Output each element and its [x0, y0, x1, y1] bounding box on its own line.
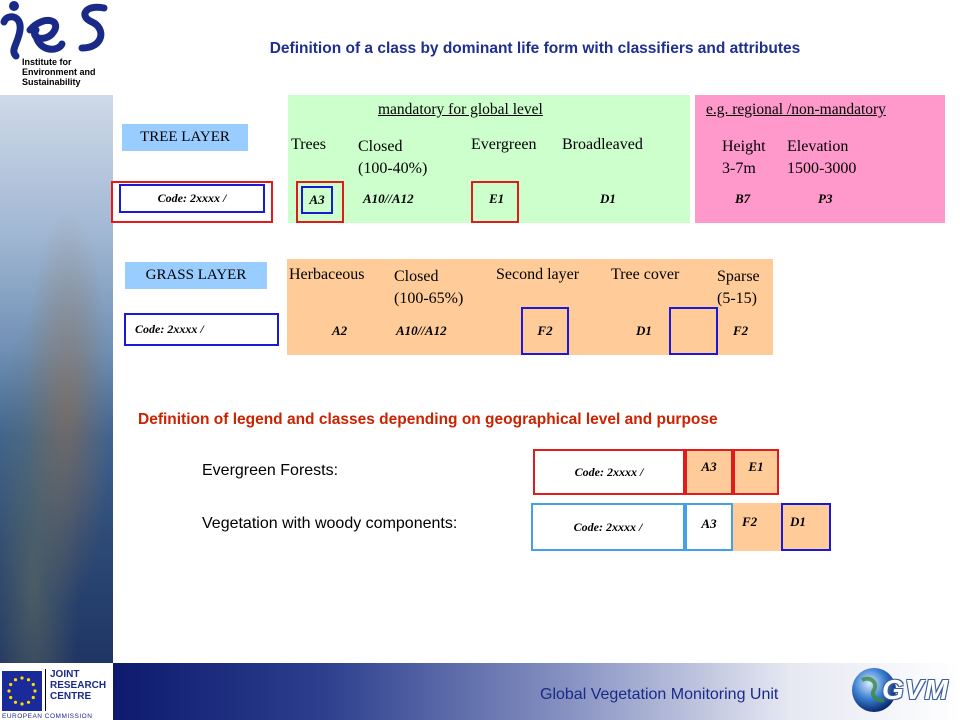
grass-code-f2: F2 — [521, 307, 569, 355]
grass-d1-highlight — [669, 307, 718, 355]
grass-code-a2: A2 — [332, 323, 348, 338]
footer-unit: Global Vegetation Monitoring Unit — [540, 686, 779, 703]
legend-row1-a3: A3 — [685, 449, 733, 495]
logo-caption-line: Institute for — [22, 57, 72, 67]
tree-code-a3: A3 — [301, 186, 333, 214]
attr-sparse: Sparse(5-15) — [717, 268, 760, 307]
legend-row2-label: Vegetation with woody components: — [202, 515, 458, 532]
tree-e1-highlight — [471, 181, 519, 223]
logo-caption-line: Environment and — [22, 67, 96, 77]
legend-row2-code: Code: 2xxxx / — [531, 503, 685, 551]
attr-closed: Closed(100-40%) — [358, 138, 428, 177]
jrc-divider — [45, 669, 46, 711]
logo-caption-line: Sustainability — [22, 77, 81, 87]
globe-icon — [852, 668, 896, 712]
eu-flag-icon — [2, 671, 42, 711]
gvm-text: GVM — [882, 674, 949, 705]
mandatory-panel-tree — [288, 95, 690, 223]
optional-panel-tree — [695, 95, 945, 223]
gvm-logo: GVM — [848, 662, 958, 718]
tree-code-e1: E1 — [489, 191, 505, 206]
tree-code-a10: A10//A12 — [363, 191, 414, 206]
tree-code-highlight — [111, 181, 273, 223]
attr-trees: Trees — [291, 136, 326, 153]
earth-photo-strip — [0, 95, 113, 665]
legend-row2-d1: D1 — [790, 514, 806, 529]
attr-broadleaved: Broadleaved — [562, 136, 643, 153]
legend-row1-e1: E1 — [733, 449, 779, 495]
ies-logo: Institute for Environment and Sustainabi… — [0, 0, 120, 95]
optional-title: e.g. regional /non-mandatory — [706, 101, 886, 118]
mandatory-title: mandatory for global level — [378, 101, 543, 118]
grass-code-f2b: F2 — [733, 323, 749, 338]
grass-code-a10: A10//A12 — [396, 323, 447, 338]
attr-tree-cover: Tree cover — [611, 266, 680, 283]
grass-code-d1: D1 — [636, 323, 652, 338]
tree-code-box: Code: 2xxxx / — [119, 184, 265, 213]
tree-code-p3: P3 — [818, 191, 833, 206]
footer-band — [113, 663, 960, 720]
legend-row2-d1-highlight — [781, 503, 831, 551]
legend-row1-code: Code: 2xxxx / — [533, 449, 685, 495]
attr-herbaceous: Herbaceous — [289, 266, 365, 283]
attr-closed-grass: Closed(100-65%) — [394, 268, 464, 307]
tree-layer-label: TREE LAYER — [122, 124, 248, 151]
grass-code-box: Code: 2xxxx / — [124, 313, 279, 346]
tree-code-d1: D1 — [600, 191, 616, 206]
legend-title: Definition of legend and classes dependi… — [138, 411, 718, 428]
tree-code-b7: B7 — [735, 191, 751, 206]
grass-layer-label: GRASS LAYER — [125, 262, 267, 289]
attr-second-layer: Second layer — [496, 266, 580, 283]
tree-a3-highlight — [296, 181, 344, 223]
ec-text: EUROPEAN COMMISSION — [2, 713, 93, 720]
page-title: Definition of a class by dominant life f… — [269, 40, 801, 57]
legend-row1-label: Evergreen Forests: — [202, 462, 339, 479]
legend-row2-f2: F2 — [742, 514, 758, 529]
ies-logo-icon — [0, 1, 108, 60]
legend-row2-a3: A3 — [685, 503, 733, 551]
attr-evergreen: Evergreen — [471, 136, 537, 153]
